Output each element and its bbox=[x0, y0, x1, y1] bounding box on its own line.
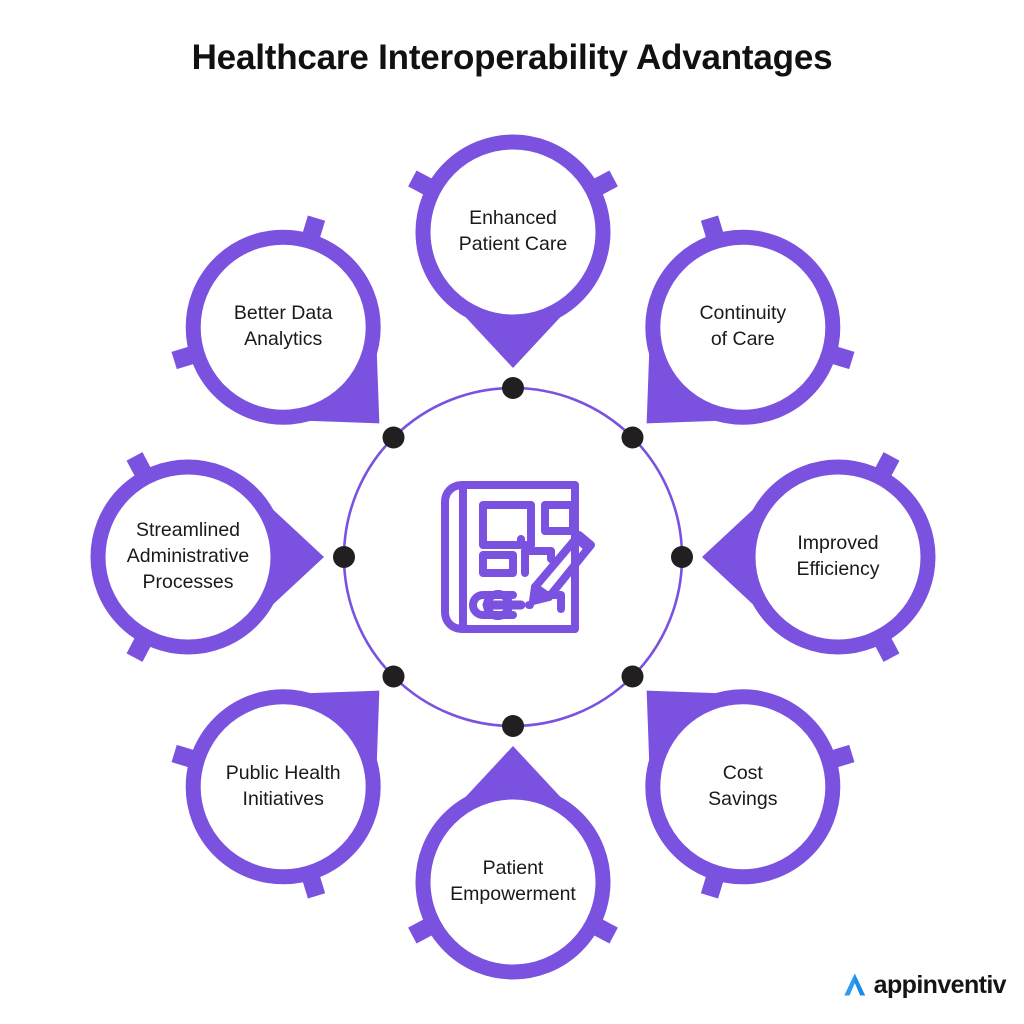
nodes-layer bbox=[90, 134, 936, 980]
node-label-line: Empowerment bbox=[450, 883, 576, 905]
appinventiv-logo: appinventiv bbox=[838, 968, 1007, 1002]
hub-dot bbox=[382, 426, 405, 449]
node-label-line: Improved bbox=[797, 532, 878, 554]
node-label-line: Efficiency bbox=[796, 558, 879, 580]
hub-dot bbox=[382, 665, 405, 688]
center-hub bbox=[333, 377, 693, 737]
node-ring[interactable] bbox=[185, 689, 381, 885]
node-ring[interactable] bbox=[185, 229, 381, 425]
node-label-line: Enhanced bbox=[469, 207, 557, 229]
hub-dot bbox=[502, 715, 524, 737]
node-label-line: of Care bbox=[711, 328, 775, 350]
node-continuity-of-care[interactable] bbox=[645, 215, 855, 425]
hub-dot bbox=[621, 665, 644, 688]
node-label-continuity-of-care: Continuity of Care bbox=[699, 302, 786, 350]
node-improved-efficiency[interactable] bbox=[702, 452, 936, 662]
node-pointer-arrow bbox=[303, 347, 380, 424]
node-label-line: Better Data bbox=[234, 302, 333, 324]
blueprint-document-pen-icon bbox=[441, 481, 595, 633]
hub-dot bbox=[621, 426, 644, 449]
node-ring[interactable] bbox=[645, 689, 841, 885]
node-label-line: Processes bbox=[142, 571, 233, 593]
node-ring[interactable] bbox=[90, 459, 286, 655]
node-label-line: Initiatives bbox=[243, 788, 325, 810]
node-enhanced-patient-care[interactable] bbox=[408, 134, 618, 368]
appinventiv-wordmark: appinventiv bbox=[873, 970, 1007, 999]
node-pointer-arrow bbox=[303, 690, 380, 767]
node-label-line: Patient Care bbox=[459, 233, 567, 255]
node-streamlined-administrative-processes[interactable] bbox=[90, 452, 324, 662]
node-pointer-arrow bbox=[646, 690, 723, 767]
node-ring[interactable] bbox=[740, 459, 936, 655]
node-pointer-arrow bbox=[460, 312, 566, 368]
node-ring[interactable] bbox=[645, 229, 841, 425]
node-label-line: Patient bbox=[483, 857, 544, 879]
node-pointer-arrow bbox=[646, 347, 723, 424]
node-label-line: Continuity bbox=[699, 302, 786, 324]
appinventiv-a-mark-icon bbox=[844, 973, 865, 996]
node-public-health-initiatives[interactable] bbox=[171, 689, 381, 899]
node-label-line: Cost bbox=[723, 762, 764, 784]
node-cost-savings[interactable] bbox=[645, 689, 855, 899]
node-label-line: Savings bbox=[708, 788, 778, 810]
node-ring[interactable] bbox=[415, 784, 611, 980]
node-label-line: Analytics bbox=[244, 328, 322, 350]
node-pointer-arrow bbox=[460, 746, 566, 802]
node-label-line: Administrative bbox=[127, 545, 249, 567]
hub-dot bbox=[671, 546, 693, 568]
node-label-line: Streamlined bbox=[136, 519, 240, 541]
node-pointer-arrow bbox=[702, 504, 758, 610]
page-title: Healthcare Interoperability Advantages bbox=[191, 38, 833, 77]
node-pointer-arrow bbox=[268, 504, 324, 610]
hub-dot bbox=[502, 377, 524, 399]
hub-dot bbox=[333, 546, 355, 568]
node-patient-empowerment[interactable] bbox=[408, 746, 618, 980]
node-ring[interactable] bbox=[415, 134, 611, 330]
node-label-line: Public Health bbox=[226, 762, 341, 784]
hub-dots bbox=[333, 377, 693, 737]
node-better-data-analytics[interactable] bbox=[171, 215, 381, 425]
